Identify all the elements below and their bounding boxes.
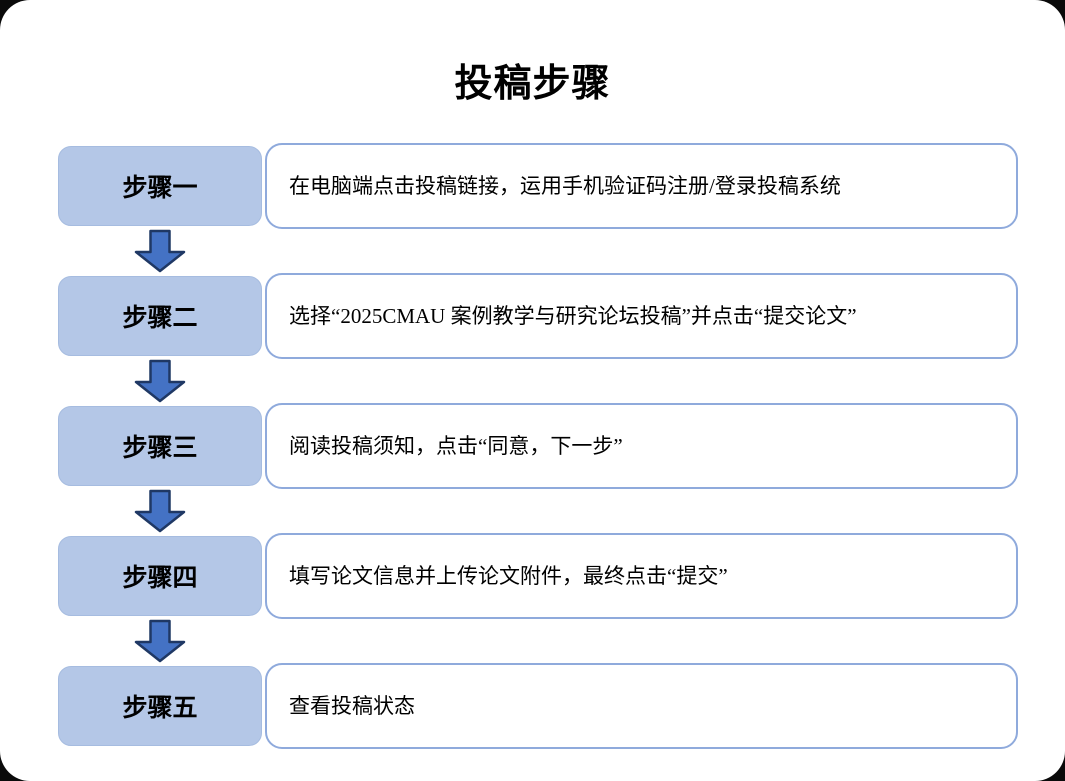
arrow-connector xyxy=(58,359,262,403)
step-label: 步骤二 xyxy=(122,305,198,332)
page-title: 投稿步骤 xyxy=(454,63,611,105)
down-arrow-icon xyxy=(134,619,186,663)
down-arrow-icon xyxy=(134,229,186,273)
step-description-box: 查看投稿状态 xyxy=(265,663,1018,749)
step-description-box: 填写论文信息并上传论文附件，最终点击“提交” xyxy=(265,533,1018,619)
step-label-box: 步骤五 xyxy=(58,666,262,746)
step-row: 步骤五 查看投稿状态 xyxy=(58,663,1018,749)
step-label: 步骤五 xyxy=(122,695,198,722)
arrow-connector xyxy=(58,229,262,273)
step-description-box: 在电脑端点击投稿链接，运用手机验证码注册/登录投稿系统 xyxy=(265,143,1018,229)
step-label: 步骤四 xyxy=(122,565,198,592)
step-row: 步骤二 选择“2025CMAU 案例教学与研究论坛投稿”并点击“提交论文” xyxy=(58,273,1018,359)
step-label: 步骤三 xyxy=(122,435,198,462)
step-description: 选择“2025CMAU 案例教学与研究论坛投稿”并点击“提交论文” xyxy=(289,303,857,328)
step-description-box: 阅读投稿须知，点击“同意，下一步” xyxy=(265,403,1018,489)
arrow-connector xyxy=(58,619,262,663)
step-description: 阅读投稿须知，点击“同意，下一步” xyxy=(289,433,623,458)
down-arrow-icon xyxy=(134,359,186,403)
step-description: 填写论文信息并上传论文附件，最终点击“提交” xyxy=(289,563,728,588)
steps-flowchart: 步骤一 在电脑端点击投稿链接，运用手机验证码注册/登录投稿系统 步骤二 选择“2… xyxy=(58,143,1018,749)
step-row: 步骤四 填写论文信息并上传论文附件，最终点击“提交” xyxy=(58,533,1018,619)
step-label: 步骤一 xyxy=(122,175,198,202)
arrow-connector xyxy=(58,489,262,533)
step-description: 查看投稿状态 xyxy=(289,693,415,718)
step-row: 步骤一 在电脑端点击投稿链接，运用手机验证码注册/登录投稿系统 xyxy=(58,143,1018,229)
step-description: 在电脑端点击投稿链接，运用手机验证码注册/登录投稿系统 xyxy=(289,173,841,198)
down-arrow-icon xyxy=(134,489,186,533)
step-row: 步骤三 阅读投稿须知，点击“同意，下一步” xyxy=(58,403,1018,489)
step-label-box: 步骤一 xyxy=(58,146,262,226)
step-label-box: 步骤四 xyxy=(58,536,262,616)
step-description-box: 选择“2025CMAU 案例教学与研究论坛投稿”并点击“提交论文” xyxy=(265,273,1018,359)
step-label-box: 步骤二 xyxy=(58,276,262,356)
step-label-box: 步骤三 xyxy=(58,406,262,486)
